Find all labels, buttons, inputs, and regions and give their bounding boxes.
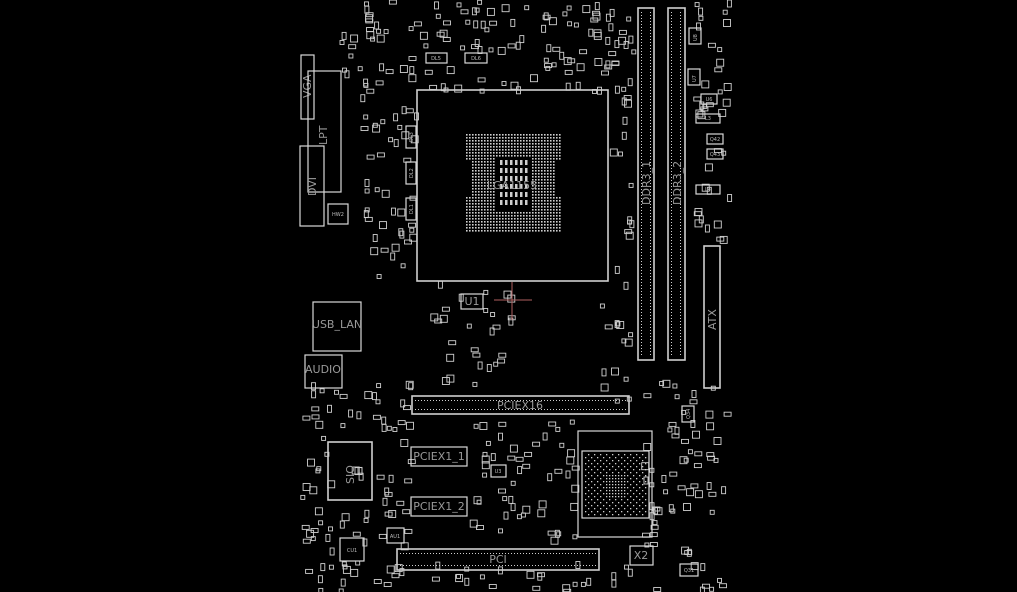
q42-transistor[interactable]: Q42 [706,133,724,145]
pci-label: PCI [489,553,507,566]
au1-label: AU1 [390,534,400,540]
u8-label: U8 [693,34,699,41]
dl6-label: DL6 [471,56,481,62]
dl2-label: DL2 [409,168,415,178]
component-pads [300,0,733,592]
cu1-label: CU1 [347,548,357,554]
q34-transistor[interactable]: Q34 [681,405,695,423]
l4-label: L4 [705,187,711,193]
dl3-led[interactable]: DL3 [405,125,417,149]
pciex1-2-label: PCIEX1_2 [413,500,465,513]
l3-label: L3 [705,116,711,122]
pciex1-slot-1[interactable]: PCIEX1_1 [410,446,468,467]
atx-label: ATX [706,309,719,330]
au1-chip[interactable]: AU1 [386,527,405,544]
dimm-slot-1-label: DDR3_1 [640,161,653,205]
hw2-chip[interactable]: HW2 [327,203,349,225]
l3-inductor[interactable]: L3 [695,113,721,124]
dvi-connector[interactable]: DVI [299,145,325,227]
dl6-led[interactable]: DL6 [464,52,488,64]
dl1-label: DL1 [409,204,415,214]
u6-chip[interactable]: U6 [700,93,718,105]
pciex1-slot-2[interactable]: PCIEX1_2 [410,496,468,517]
audio-label: AUDIO [305,363,341,376]
crosshair-cursor [494,282,532,320]
dl3-label: DL3 [409,132,415,142]
usb-lan-label: USB_LAN [312,318,362,331]
dl1-led[interactable]: DL1 [405,197,417,221]
x2-crystal[interactable]: X2 [629,545,654,566]
dl5-led[interactable]: DL5 [425,52,448,64]
q31-label: Q31 [684,568,694,574]
cpu-pin-grid [466,134,561,232]
dl5-label: DL5 [431,56,441,62]
x2-label: X2 [634,549,649,562]
audio-connector[interactable]: AUDIO [304,354,343,389]
q34-label: Q34 [686,409,692,419]
dimm-slot-2[interactable]: DDR3_2 [667,7,686,361]
u7-label: U7 [692,75,698,82]
chipset-ball-grid [585,454,647,516]
u3-chip[interactable]: U3 [490,464,507,478]
lpt-label: LPT [317,125,330,145]
q43-label: Q43 [710,152,720,158]
atx-connector[interactable]: ATX [703,245,721,389]
q43-transistor[interactable]: Q43 [706,148,724,160]
sio-label: SIO [344,465,357,484]
sio-chip[interactable]: SIO [327,441,373,501]
q31-transistor[interactable]: Q31 [679,563,699,577]
q42-label: Q42 [710,137,720,143]
pciex16-label: PCIEX16 [497,399,543,412]
pci-slot[interactable]: PCI [396,548,600,571]
cu1-chip[interactable]: CU1 [339,537,365,562]
dvi-label: DVI [306,177,319,196]
usb-lan-connector[interactable]: USB_LAN [312,301,362,352]
u8-chip[interactable]: U8 [688,27,702,45]
dimm-slot-2-label: DDR3_2 [671,161,684,205]
l4-inductor[interactable]: L4 [695,184,721,195]
u1-label: U1 [464,295,479,308]
u3-label: U3 [495,469,502,475]
cpu-socket-label: LGA1155 [487,179,537,192]
u1-chip[interactable]: U1 [460,293,484,310]
hw2-label: HW2 [332,212,344,218]
pciex16-slot[interactable]: PCIEX16 [411,395,630,415]
cpu-socket[interactable]: LGA1155 [416,89,609,282]
u6-label: U6 [706,97,713,103]
chipset[interactable] [577,430,653,538]
dimm-slot-1[interactable]: DDR3_1 [637,7,655,361]
dl2-led[interactable]: DL2 [405,161,417,185]
u7-chip[interactable]: U7 [687,68,701,86]
pciex1-1-label: PCIEX1_1 [413,450,465,463]
